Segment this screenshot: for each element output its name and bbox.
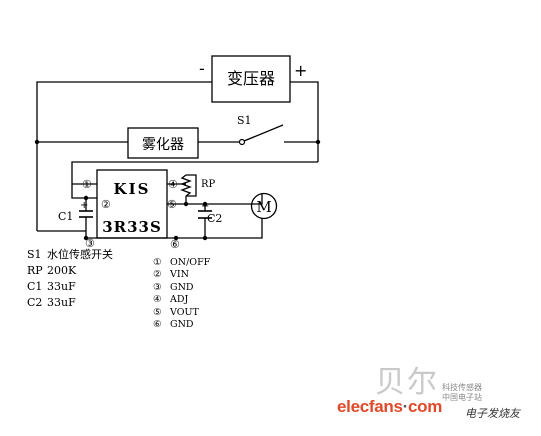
pin-name: ADJ	[170, 294, 189, 306]
pin-marker-4: ④	[168, 178, 178, 191]
c1-plus: +	[80, 200, 88, 211]
pin-number: ②	[153, 269, 162, 281]
pin-number: ⑤	[153, 306, 162, 318]
switch-s1-label: S1	[237, 114, 252, 127]
pin-name: GND	[170, 281, 194, 293]
watermark-small-text: 科技传感器 中国电子站	[442, 383, 482, 403]
pin-row: ② VIN	[153, 269, 210, 281]
pin-number: ③	[153, 281, 162, 293]
pin-row: ① ON/OFF	[153, 257, 210, 269]
pin-number: ①	[153, 257, 162, 268]
pin-name: VIN	[170, 269, 189, 281]
motor-label: M	[256, 198, 271, 216]
transformer-minus: -	[199, 59, 205, 78]
legend-key: S1	[27, 248, 42, 261]
transformer-label: 变压器	[227, 69, 275, 88]
atomizer-box	[127, 127, 199, 159]
pin-row: ⑤ VOUT	[153, 307, 210, 319]
legend-key: C2	[27, 296, 43, 309]
pin-row: ④ ADJ	[153, 294, 210, 306]
chip-name: KIS	[114, 180, 151, 198]
component-legend: S1 水位传感开关 RP 200K C1 33uF C2 33uF	[27, 247, 113, 311]
c2-plus: +	[201, 201, 209, 212]
pin-name: GND	[170, 319, 194, 331]
wire-vin-feed	[71, 161, 318, 199]
rp-label: RP	[201, 179, 216, 190]
pin-row: ③ GND	[153, 282, 210, 294]
junction-dot	[202, 201, 208, 207]
watermark: 贝尔 科技传感器 中国电子站 elecfans·com 电子发烧友	[337, 357, 537, 429]
legend-key: RP	[27, 264, 43, 277]
legend-value: 水位传感开关	[47, 248, 113, 261]
wire-transformer-left	[36, 81, 212, 231]
pin-row: ⑥ GND	[153, 319, 210, 331]
watermark-small-line: 科技传感器	[442, 383, 482, 392]
pin-marker-5: ⑤	[167, 198, 177, 211]
junction-dot	[173, 235, 179, 241]
pin-number: ⑥	[153, 319, 162, 331]
legend-key: C1	[27, 280, 43, 293]
legend-value: 33uF	[47, 280, 76, 293]
watermark-site-dot: ·	[402, 397, 409, 416]
junction-dot	[83, 235, 89, 241]
pin-list: ① ON/OFF ② VIN ③ GND ④ ADJ ⑤ VOUT ⑥ GND	[153, 257, 210, 331]
atomizer-label: 雾化器	[142, 137, 184, 153]
watermark-site: elecfans·com	[337, 397, 442, 417]
pin-marker-3: ③	[85, 237, 95, 250]
chip-model: 3R33S	[102, 218, 162, 236]
pin-marker-1: ①	[82, 178, 92, 191]
legend-value: 33uF	[47, 296, 76, 309]
watermark-tagline: 电子发烧友	[465, 407, 520, 420]
pin-marker-6: ⑥	[170, 238, 180, 251]
pin-name: VOUT	[170, 306, 199, 318]
c1-label: C1	[58, 210, 73, 223]
legend-row: S1 水位传感开关	[27, 247, 113, 263]
junction-dot	[183, 201, 189, 207]
watermark-logo-text: 贝尔	[375, 365, 439, 400]
wire-pin5-vout	[167, 193, 263, 205]
c2-label: C2	[207, 212, 222, 225]
pin-marker-2: ②	[101, 198, 111, 211]
switch-contact	[238, 138, 246, 146]
watermark-small-line: 中国电子站	[442, 393, 482, 402]
transformer-box	[211, 55, 291, 103]
watermark-site-tld: com	[408, 397, 443, 416]
legend-row: C1 33uF	[27, 279, 113, 295]
motor-circle	[250, 192, 278, 220]
pin-name: ON/OFF	[170, 257, 211, 268]
junction-dot	[315, 139, 321, 145]
junction-dot	[34, 139, 40, 145]
junction-dot	[83, 195, 89, 201]
legend-value: 200K	[47, 264, 77, 277]
watermark-site-name: elecfans	[337, 397, 403, 416]
legend-row: RP 200K	[27, 263, 113, 279]
wire-transformer-right	[290, 81, 319, 162]
rp-arrow	[186, 174, 197, 197]
pin-number: ④	[153, 294, 162, 306]
transformer-plus: +	[294, 61, 307, 80]
legend-row: C2 33uF	[27, 295, 113, 311]
junction-dot	[202, 235, 208, 241]
rp-resistor	[180, 174, 192, 197]
switch-s1-lever	[243, 124, 284, 142]
